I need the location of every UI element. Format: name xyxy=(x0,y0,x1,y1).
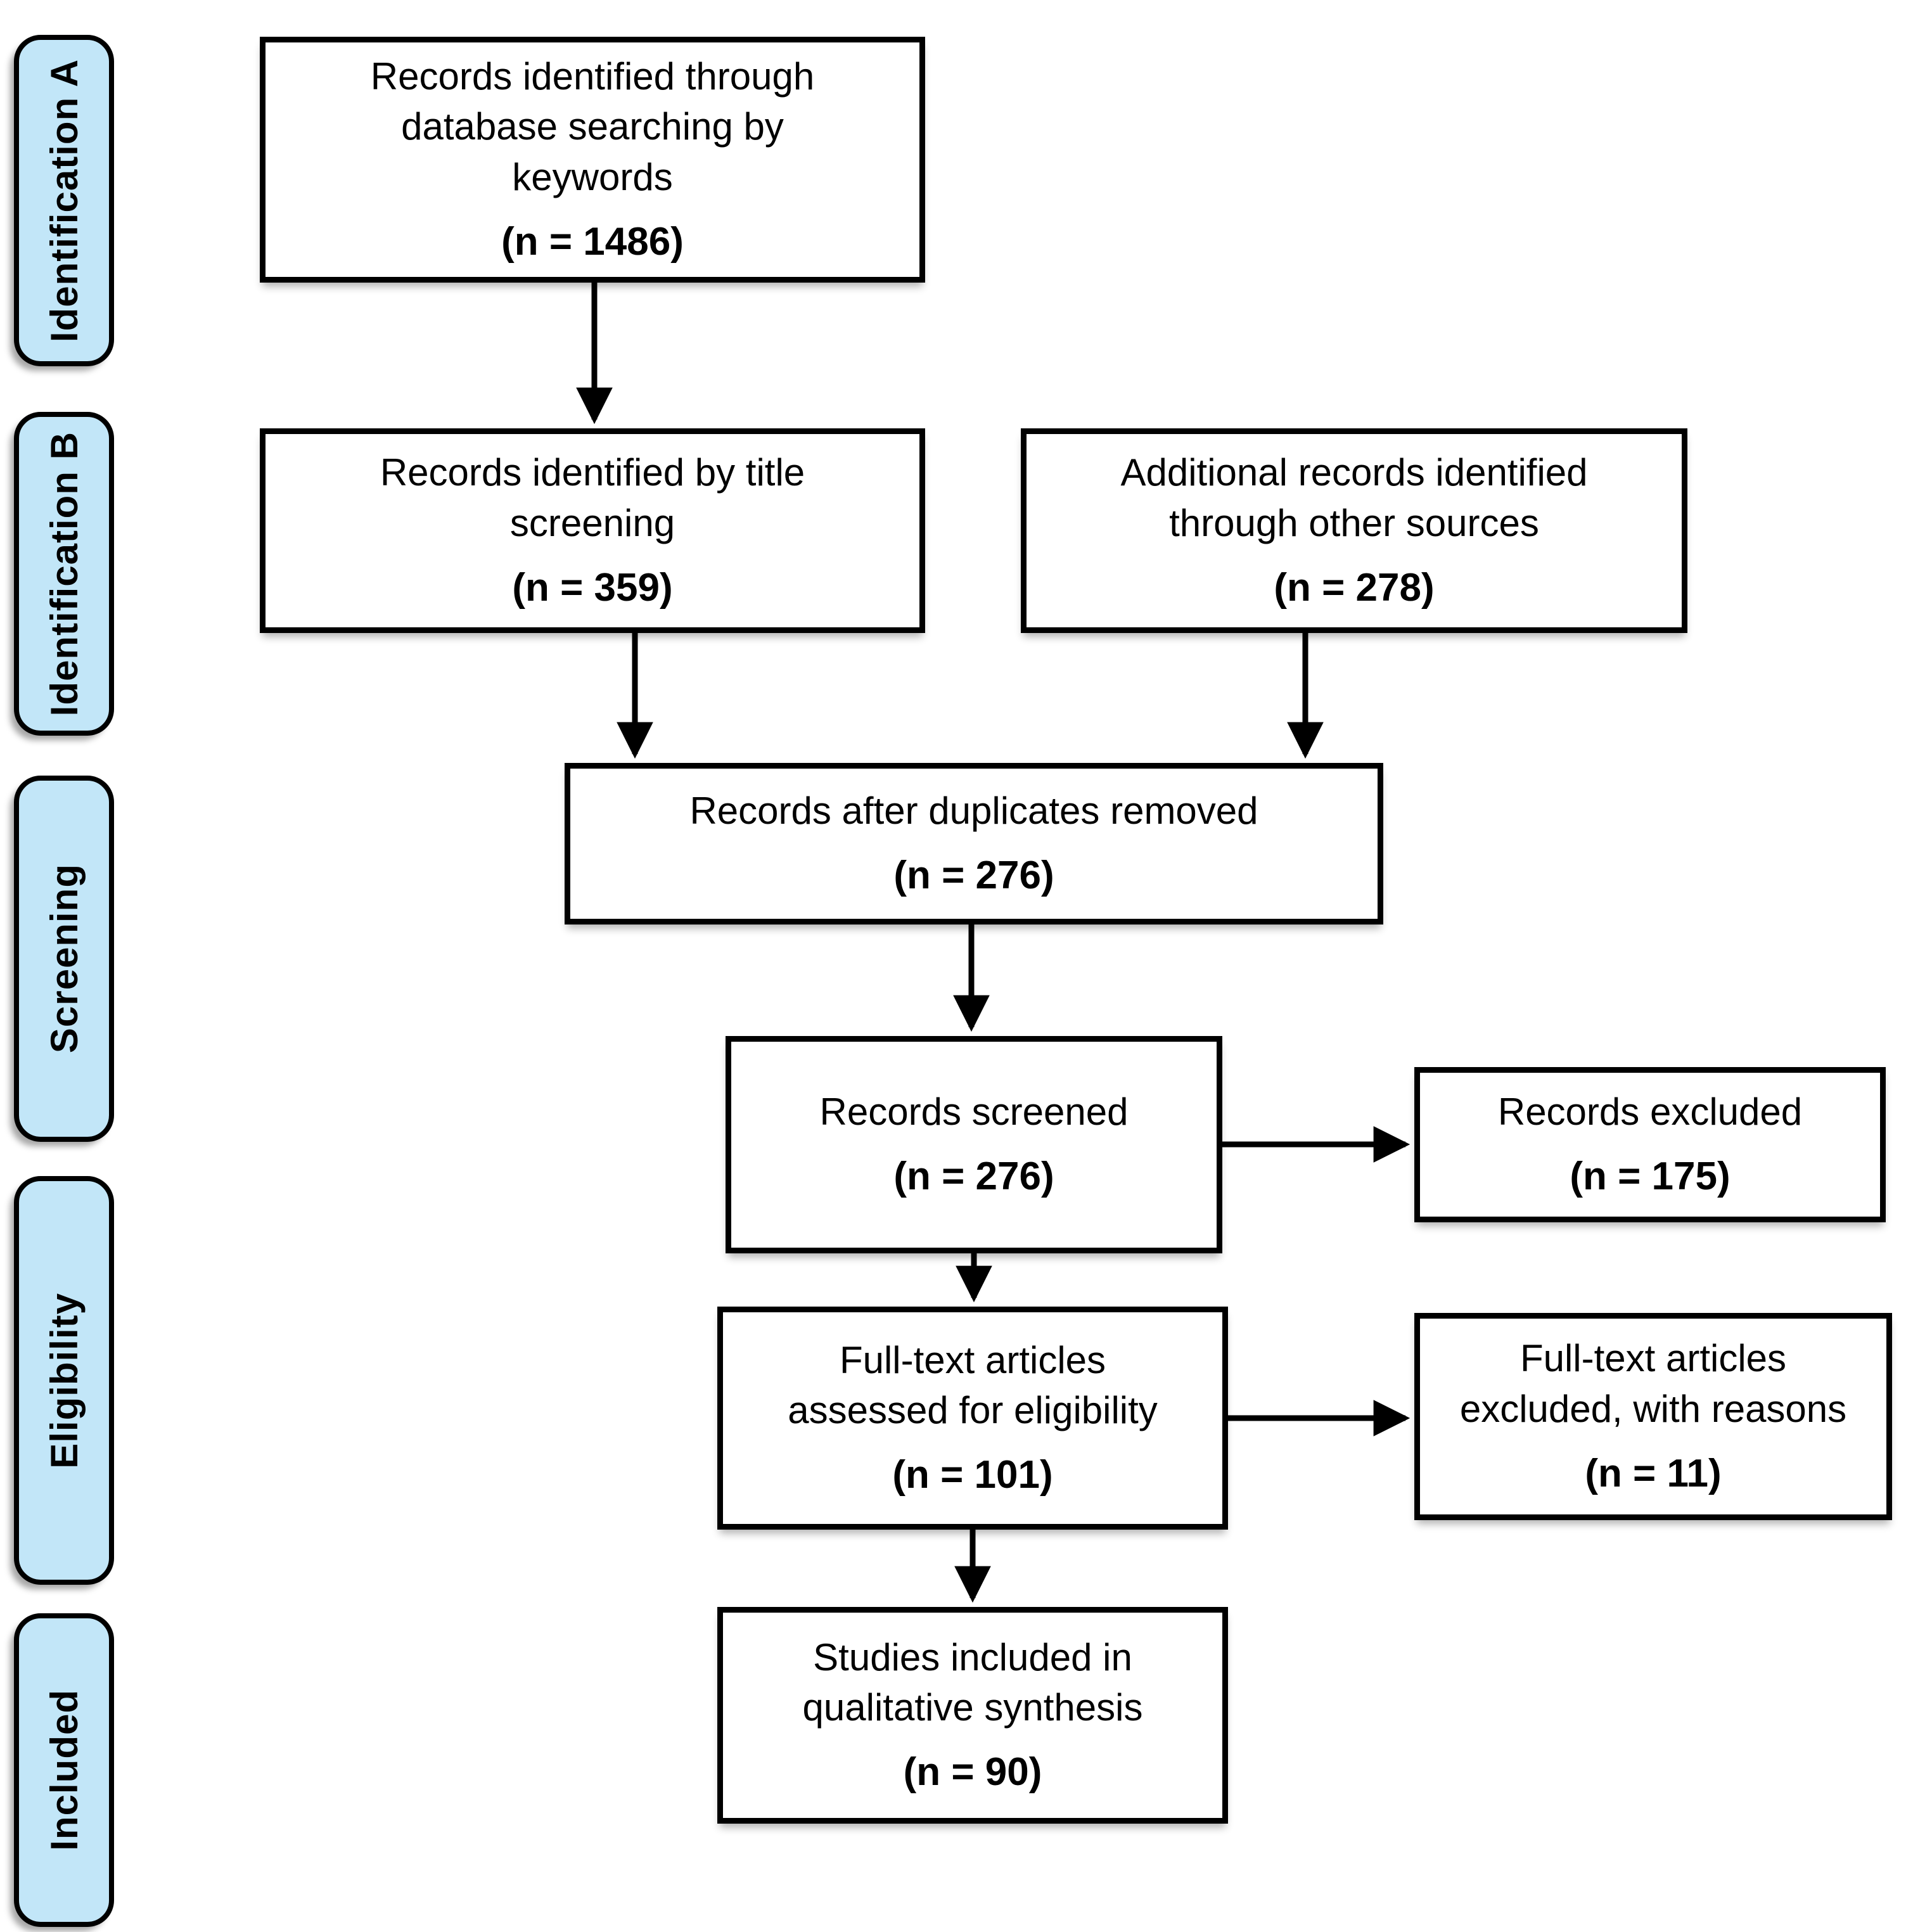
node-records-after-duplicates-removed-count: (n = 276) xyxy=(893,854,1054,898)
stage-screening-label: Screening xyxy=(42,864,86,1054)
node-records-excluded-text: Records excluded xyxy=(1497,1090,1803,1133)
node-additional-records-other-sources-count: (n = 278) xyxy=(1274,565,1435,610)
stage-identification-b: Identification B xyxy=(14,412,114,736)
stage-eligibility-label: Eligibility xyxy=(42,1292,86,1469)
stage-included-label: Included xyxy=(42,1689,86,1851)
node-studies-included-qualitative-text: Studies included in qualitative synthesi… xyxy=(802,1635,1143,1729)
node-records-identified-title-screening-text: Records identified by title screening xyxy=(380,451,805,544)
node-records-identified-title-screening: Records identified by title screening (n… xyxy=(260,428,925,633)
node-records-screened-text: Records screened xyxy=(819,1090,1129,1133)
node-records-after-duplicates-removed-text: Records after duplicates removed xyxy=(689,789,1258,832)
node-records-identified-title-screening-count: (n = 359) xyxy=(512,565,673,610)
node-records-identified-keywords: Records identified through database sear… xyxy=(260,37,925,283)
node-records-excluded-count: (n = 175) xyxy=(1570,1155,1730,1199)
node-additional-records-other-sources: Additional records identified through ot… xyxy=(1021,428,1687,633)
node-records-excluded: Records excluded (n = 175) xyxy=(1414,1067,1886,1222)
node-fulltext-assessed-eligibility-count: (n = 101) xyxy=(892,1453,1053,1497)
node-fulltext-assessed-eligibility: Full-text articles assessed for eligibil… xyxy=(717,1307,1228,1530)
stage-identification-b-label: Identification B xyxy=(42,431,86,717)
node-studies-included-qualitative: Studies included in qualitative synthesi… xyxy=(717,1607,1228,1824)
stage-screening: Screening xyxy=(14,776,114,1142)
node-records-screened: Records screened (n = 276) xyxy=(726,1036,1222,1253)
stage-identification-a-label: Identification A xyxy=(42,58,86,343)
node-fulltext-excluded-reasons-count: (n = 11) xyxy=(1585,1451,1722,1495)
node-fulltext-excluded-reasons-text: Full-text articles excluded, with reason… xyxy=(1459,1337,1847,1430)
node-fulltext-excluded-reasons: Full-text articles excluded, with reason… xyxy=(1414,1313,1892,1520)
node-additional-records-other-sources-text: Additional records identified through ot… xyxy=(1120,451,1588,544)
node-fulltext-assessed-eligibility-text: Full-text articles assessed for eligibil… xyxy=(788,1338,1158,1432)
stage-identification-a: Identification A xyxy=(14,35,114,366)
node-studies-included-qualitative-count: (n = 90) xyxy=(903,1750,1042,1794)
node-records-identified-keywords-count: (n = 1486) xyxy=(501,219,684,264)
stage-included: Included xyxy=(14,1613,114,1927)
stage-eligibility: Eligibility xyxy=(14,1176,114,1585)
node-records-after-duplicates-removed: Records after duplicates removed (n = 27… xyxy=(565,763,1383,924)
node-records-identified-keywords-text: Records identified through database sear… xyxy=(370,55,815,198)
node-records-screened-count: (n = 276) xyxy=(893,1155,1054,1199)
